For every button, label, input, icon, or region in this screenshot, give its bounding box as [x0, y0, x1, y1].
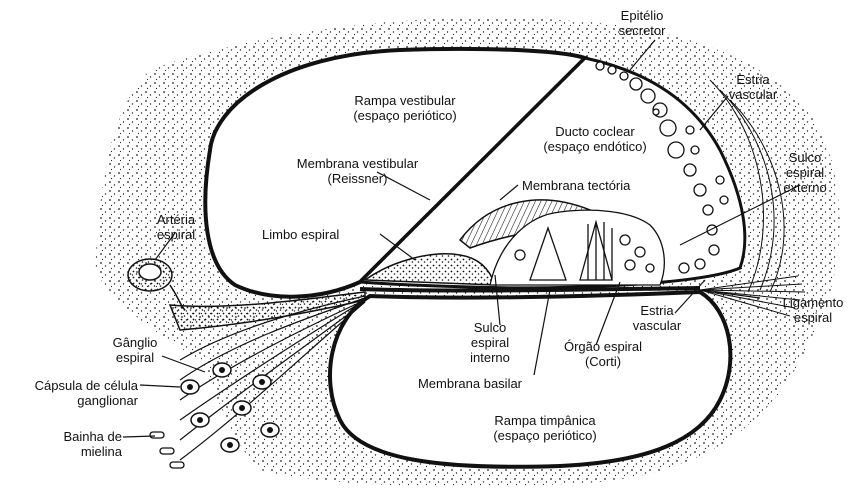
label-limbo-espiral: Limbo espiral — [262, 227, 372, 242]
label-membrana-vestibular: Membrana vestibular(Reissner) — [270, 156, 445, 186]
myelin-sheath-ends — [150, 432, 184, 468]
label-rampa-vestibular: Rampa vestibular(espaço periótico) — [330, 93, 480, 123]
label-ducto-coclear: Ducto coclear(espaço endótico) — [525, 124, 665, 154]
label-membrana-basilar: Membrana basilar — [405, 376, 535, 391]
label-membrana-tectoria: Membrana tectória — [522, 178, 662, 193]
label-rampa-timpanica: Rampa timpânica(espaço periótico) — [475, 413, 615, 443]
basilar-membrane — [360, 288, 700, 291]
label-orgao-espiral: Órgão espiral(Corti) — [553, 339, 653, 369]
